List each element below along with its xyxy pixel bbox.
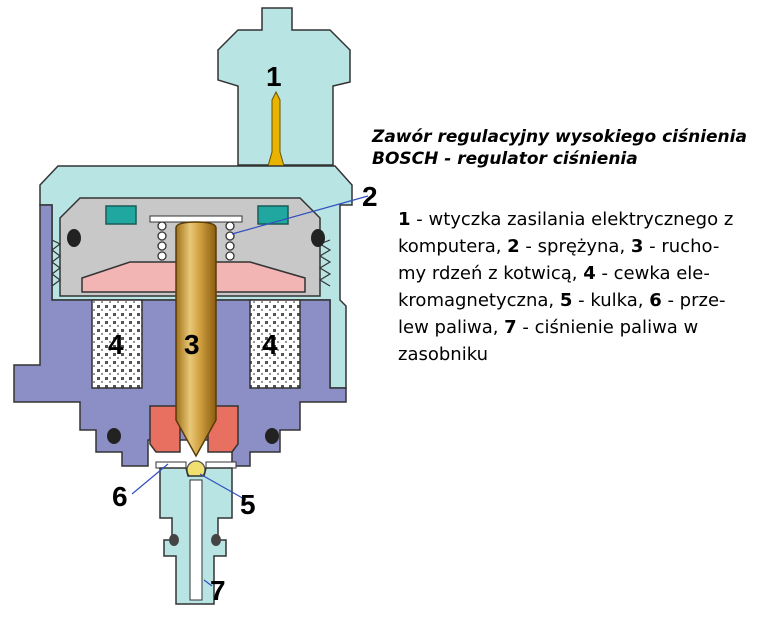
label-3: 3 (184, 329, 200, 360)
legend-line: 1 - wtyczka zasilania elektrycznego z (398, 206, 758, 233)
cap-ribs-right (318, 239, 332, 287)
legend-number: 6 (649, 290, 662, 311)
teal-seal-right (257, 205, 289, 225)
title-line-2: BOSCH - regulator ciśnienia (372, 149, 638, 169)
diagram-title: Zawór regulacyjny wysokiego ciśnienia BO… (372, 126, 772, 170)
label-7: 7 (210, 575, 226, 606)
moving-core (175, 221, 217, 458)
cap-ribs-left (51, 239, 62, 287)
legend-number: 1 (398, 209, 411, 230)
spring-seat (149, 215, 243, 223)
coil-right (249, 299, 301, 389)
legend-line: lew paliwa, 7 - ciśnienie paliwa w (398, 314, 758, 341)
label-5: 5 (240, 489, 256, 520)
legend-line: my rdzeń z kotwicą, 4 - cewka ele- (398, 260, 758, 287)
legend-text: zasobniku (398, 344, 488, 365)
o-ring-right-lower (265, 428, 279, 444)
legend-text: - rucho- (643, 236, 720, 257)
overflow-plate-right (205, 461, 237, 469)
spring (157, 221, 235, 261)
legend-number: 3 (630, 236, 644, 257)
o-ring-left-upper (67, 229, 81, 247)
legend-line: komputera, 2 - sprężyna, 3 - rucho- (398, 233, 758, 260)
legend-number: 7 (504, 317, 517, 338)
legend-text: kromagnetyczna, (398, 290, 560, 311)
label-4-left: 4 (108, 329, 124, 360)
leader-7 (203, 579, 213, 587)
legend-text: - prze- (661, 290, 726, 311)
connector-pin (267, 90, 285, 167)
o-ring-right-upper (311, 229, 325, 247)
overflow-plate-left (155, 461, 187, 469)
legend-number: 5 (559, 290, 573, 311)
legend-text: lew paliwa, (398, 317, 505, 338)
legend-text: - sprężyna, (519, 236, 631, 257)
leader-2 (231, 195, 369, 235)
coil-left (91, 299, 143, 389)
o-ring-left-lower (107, 428, 121, 444)
legend-text: - wtyczka zasilania elektrycznego z (410, 209, 734, 230)
legend-text: komputera, (398, 236, 508, 257)
legend-line: kromagnetyczna, 5 - kulka, 6 - prze- (398, 287, 758, 314)
teal-seal-left (105, 205, 137, 225)
label-2: 2 (362, 181, 378, 212)
legend-text: - ciśnienie paliwa w (516, 317, 699, 338)
legend-number: 2 (507, 236, 520, 257)
title-line-1: Zawór regulacyjny wysokiego ciśnienia (372, 127, 747, 147)
legend-text: - kulka, (572, 290, 650, 311)
label-1: 1 (266, 61, 282, 92)
o-ring-nozzle-left (169, 534, 179, 546)
leader-6 (131, 463, 169, 495)
seal-left (149, 405, 181, 453)
leader-5 (199, 473, 247, 501)
label-6: 6 (112, 481, 128, 512)
connector-housing (217, 7, 351, 166)
legend-line: zasobniku (398, 341, 758, 368)
legend-text: - cewka ele- (595, 263, 710, 284)
legend-number: 4 (583, 263, 596, 284)
legend-text: my rdzeń z kotwicą, (398, 263, 584, 284)
nozzle-bore (189, 479, 203, 601)
o-ring-nozzle-right (211, 534, 221, 546)
label-4-right: 4 (262, 329, 278, 360)
